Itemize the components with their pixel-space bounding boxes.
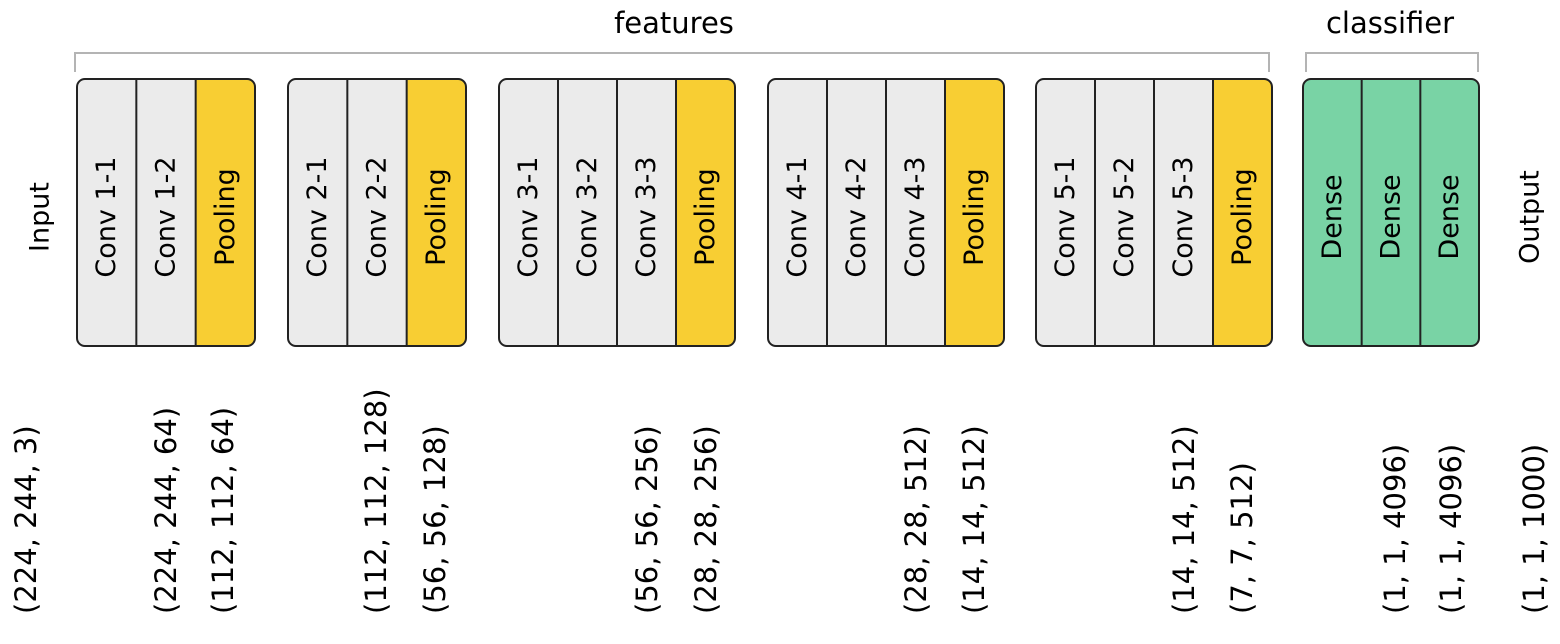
classifier-title: classifier: [1326, 6, 1454, 40]
conv-layer-label: Conv 5-2: [1109, 156, 1140, 277]
input-label: Input: [25, 182, 56, 252]
layer-block: Dense Dense Dense: [1302, 78, 1480, 347]
output-label: Output: [1515, 170, 1546, 264]
tensor-shape-label: (56, 56, 128): [418, 425, 452, 614]
pooling-layer-label: Pooling: [421, 168, 452, 266]
conv-layer-cell: [77, 79, 137, 346]
conv-layer-label: Conv 2-1: [302, 156, 333, 277]
conv-layer-cell: [886, 79, 945, 346]
pooling-layer-label: Pooling: [210, 168, 241, 266]
block-outline: [76, 78, 256, 347]
layer-block: Conv 3-1 Conv 3-2 Conv 3-3 Pooling: [498, 78, 736, 347]
block-outline: [1035, 78, 1273, 347]
block-outline: [1302, 78, 1480, 347]
conv-layer-label: Conv 3-2: [572, 156, 603, 277]
conv-layer-label: Conv 5-3: [1168, 156, 1199, 277]
conv-layer-label: Conv 5-1: [1050, 156, 1081, 277]
tensor-shape-label: (1, 1, 1000): [1517, 444, 1551, 614]
conv-layer-cell: [1154, 79, 1213, 346]
conv-layer-label: Conv 3-3: [631, 156, 662, 277]
dense-layer-cell: [1303, 79, 1362, 346]
conv-layer-cell: [499, 79, 558, 346]
tensor-shape-label: (14, 14, 512): [957, 425, 991, 614]
tensor-shape-label: (1, 1, 4096): [1434, 444, 1468, 614]
layer-block: Conv 2-1 Conv 2-2 Pooling: [287, 78, 467, 347]
layer-blocks: Conv 1-1 Conv 1-2 Pooling Conv 2-1 Conv 2-2 P…: [76, 78, 1480, 347]
layer-block: Conv 5-1 Conv 5-2 Conv 5-3 Pooling: [1035, 78, 1273, 347]
conv-layer-cell: [288, 79, 348, 346]
conv-layer-label: Conv 4-2: [841, 156, 872, 277]
conv-layer-cell: [617, 79, 676, 346]
tensor-shapes: (224, 244, 3) (224, 244, 64) (112, 112, 64…: [9, 388, 1551, 614]
tensor-shape-label: (28, 28, 512): [899, 425, 933, 614]
conv-layer-cell: [558, 79, 617, 346]
tensor-shape-label: (224, 244, 64): [149, 407, 183, 614]
dense-layer-cell: [1420, 79, 1479, 346]
tensor-shape-label: (112, 112, 128): [359, 388, 393, 614]
block-outline: [498, 78, 736, 347]
pooling-layer-cell: [195, 79, 255, 346]
pooling-layer-cell: [945, 79, 1004, 346]
layer-block: Conv 1-1 Conv 1-2 Pooling: [76, 78, 256, 347]
dense-layer-cell: [1361, 79, 1421, 346]
conv-layer-cell: [768, 79, 827, 346]
conv-layer-label: Conv 4-1: [782, 156, 813, 277]
conv-layer-cell: [1095, 79, 1154, 346]
conv-layer-cell: [136, 79, 196, 346]
conv-layer-cell: [347, 79, 407, 346]
conv-layer-cell: [1036, 79, 1095, 346]
tensor-shape-label: (224, 244, 3): [9, 425, 43, 614]
conv-layer-label: Conv 4-3: [900, 156, 931, 277]
tensor-shape-label: (56, 56, 256): [630, 425, 664, 614]
dense-layer-label: Dense: [1434, 174, 1465, 259]
dense-layer-label: Dense: [1317, 174, 1348, 259]
conv-layer-label: Conv 1-2: [151, 156, 182, 277]
conv-layer-cell: [827, 79, 886, 346]
block-outline: [767, 78, 1005, 347]
dense-layer-label: Dense: [1376, 174, 1407, 259]
pooling-layer-label: Pooling: [1227, 168, 1258, 266]
tensor-shape-label: (28, 28, 256): [689, 425, 723, 614]
features-title: features: [614, 6, 734, 40]
conv-layer-label: Conv 1-1: [91, 156, 122, 277]
classifier-bracket: [1305, 52, 1479, 72]
layer-block: Conv 4-1 Conv 4-2 Conv 4-3 Pooling: [767, 78, 1005, 347]
tensor-shape-label: (7, 7, 512): [1225, 462, 1259, 614]
tensor-shape-label: (112, 112, 64): [206, 407, 240, 614]
pooling-layer-label: Pooling: [690, 168, 721, 266]
tensor-shape-label: (1, 1, 4096): [1378, 444, 1412, 614]
block-outline: [287, 78, 467, 347]
pooling-layer-cell: [676, 79, 735, 346]
features-bracket: [74, 52, 1270, 72]
conv-layer-label: Conv 2-2: [362, 156, 393, 277]
tensor-shape-label: (14, 14, 512): [1167, 425, 1201, 614]
conv-layer-label: Conv 3-1: [513, 156, 544, 277]
pooling-layer-cell: [406, 79, 466, 346]
pooling-layer-cell: [1213, 79, 1272, 346]
pooling-layer-label: Pooling: [959, 168, 990, 266]
